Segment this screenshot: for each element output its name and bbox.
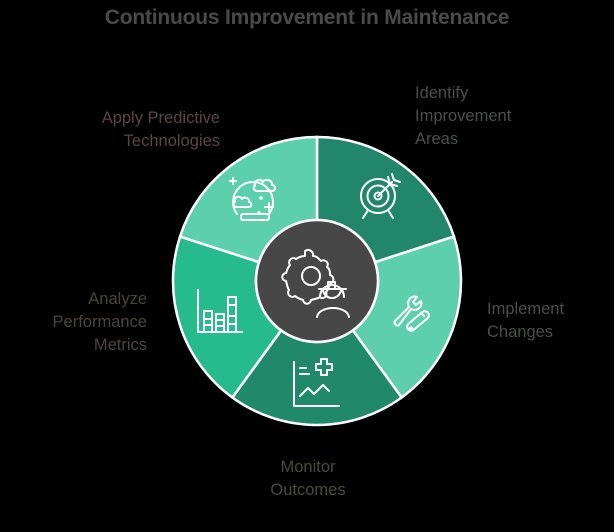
- chart-plus-icon: [293, 358, 340, 407]
- label-line: Metrics: [93, 336, 147, 354]
- label-line: Analyze: [88, 290, 147, 308]
- diagram-title: Continuous Improvement in Maintenance: [104, 6, 510, 29]
- label-line: Implement: [487, 300, 565, 318]
- center-hub: [254, 218, 380, 344]
- label-line: Improvement: [415, 107, 512, 125]
- bar-chart-icon: [197, 289, 243, 333]
- label-apply-predictive-technologies: Apply Predictive Technologies: [40, 107, 220, 153]
- label-identify-improvement-areas: Identify Improvement Areas: [415, 82, 595, 151]
- label-analyze-performance-metrics: Analyze Performance Metrics: [10, 288, 147, 357]
- label-line: Areas: [415, 130, 459, 148]
- label-monitor-outcomes: Monitor Outcomes: [238, 456, 378, 502]
- label-line: Changes: [487, 323, 554, 341]
- label-line: Monitor: [280, 458, 336, 476]
- wrench-tools-icon: [393, 295, 430, 332]
- label-line: Technologies: [123, 132, 220, 150]
- target-arrow-icon: [360, 173, 401, 219]
- label-line: Identify: [415, 84, 469, 102]
- crystal-ball-icon: [229, 177, 276, 221]
- label-line: Outcomes: [270, 481, 346, 499]
- gear-and-worker-icon: [281, 248, 350, 318]
- label-line: Performance: [52, 313, 147, 331]
- label-line: Apply Predictive: [101, 109, 220, 127]
- label-implement-changes: Implement Changes: [487, 298, 607, 344]
- wheel-segments: [171, 135, 463, 427]
